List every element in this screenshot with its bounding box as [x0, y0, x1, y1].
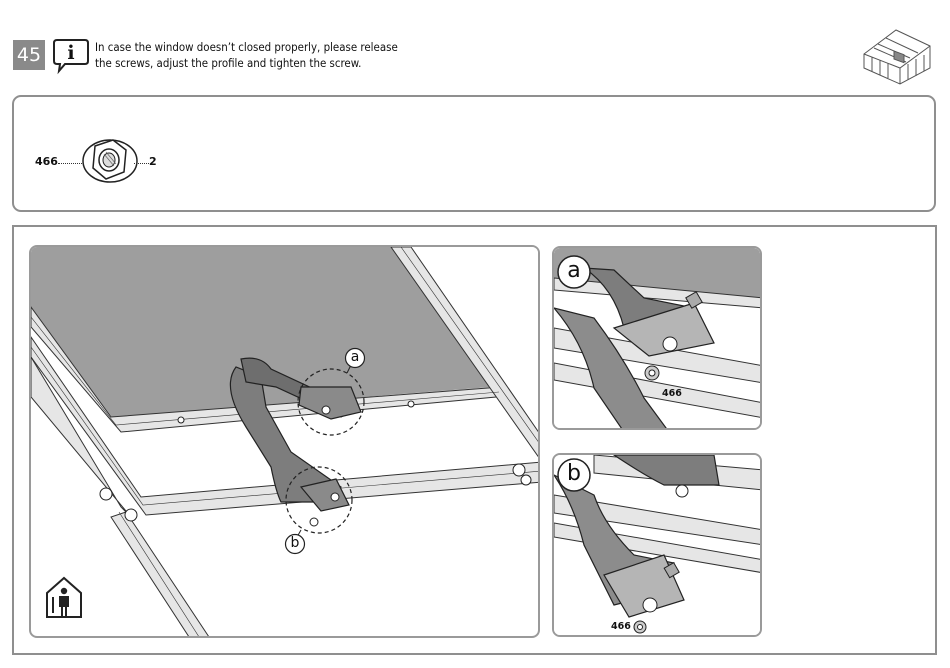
- instruction-line-1: In case the window doesn’t closed proper…: [95, 39, 415, 55]
- info-icon: i: [52, 37, 90, 75]
- part-quantity: 2: [149, 155, 157, 168]
- svg-text:i: i: [67, 42, 74, 64]
- window-frame-illustration: [31, 247, 540, 638]
- part-leader-line-2: [134, 163, 149, 164]
- one-person-icon: [44, 575, 84, 619]
- instruction-text: In case the window doesn’t closed proper…: [95, 39, 415, 71]
- flange-nut-icon: [80, 134, 140, 186]
- parts-box: 466 2: [12, 95, 936, 212]
- callout-a-label: a: [346, 348, 364, 366]
- step-number: 45: [13, 40, 45, 70]
- greenhouse-icon: [858, 24, 936, 88]
- callout-b-label: b: [286, 534, 304, 552]
- detail-b-part-code: 466: [611, 621, 631, 632]
- detail-b-panel: b 466: [552, 453, 762, 637]
- part-code: 466: [35, 155, 58, 168]
- detail-a-part-code: 466: [662, 388, 682, 399]
- main-view-panel: a b: [29, 245, 540, 638]
- detail-a-panel: a 466: [552, 246, 762, 430]
- detail-b-label: b: [558, 459, 590, 489]
- detail-a-label: a: [558, 256, 590, 286]
- instruction-line-2: the screws, adjust the profile and tight…: [95, 55, 415, 71]
